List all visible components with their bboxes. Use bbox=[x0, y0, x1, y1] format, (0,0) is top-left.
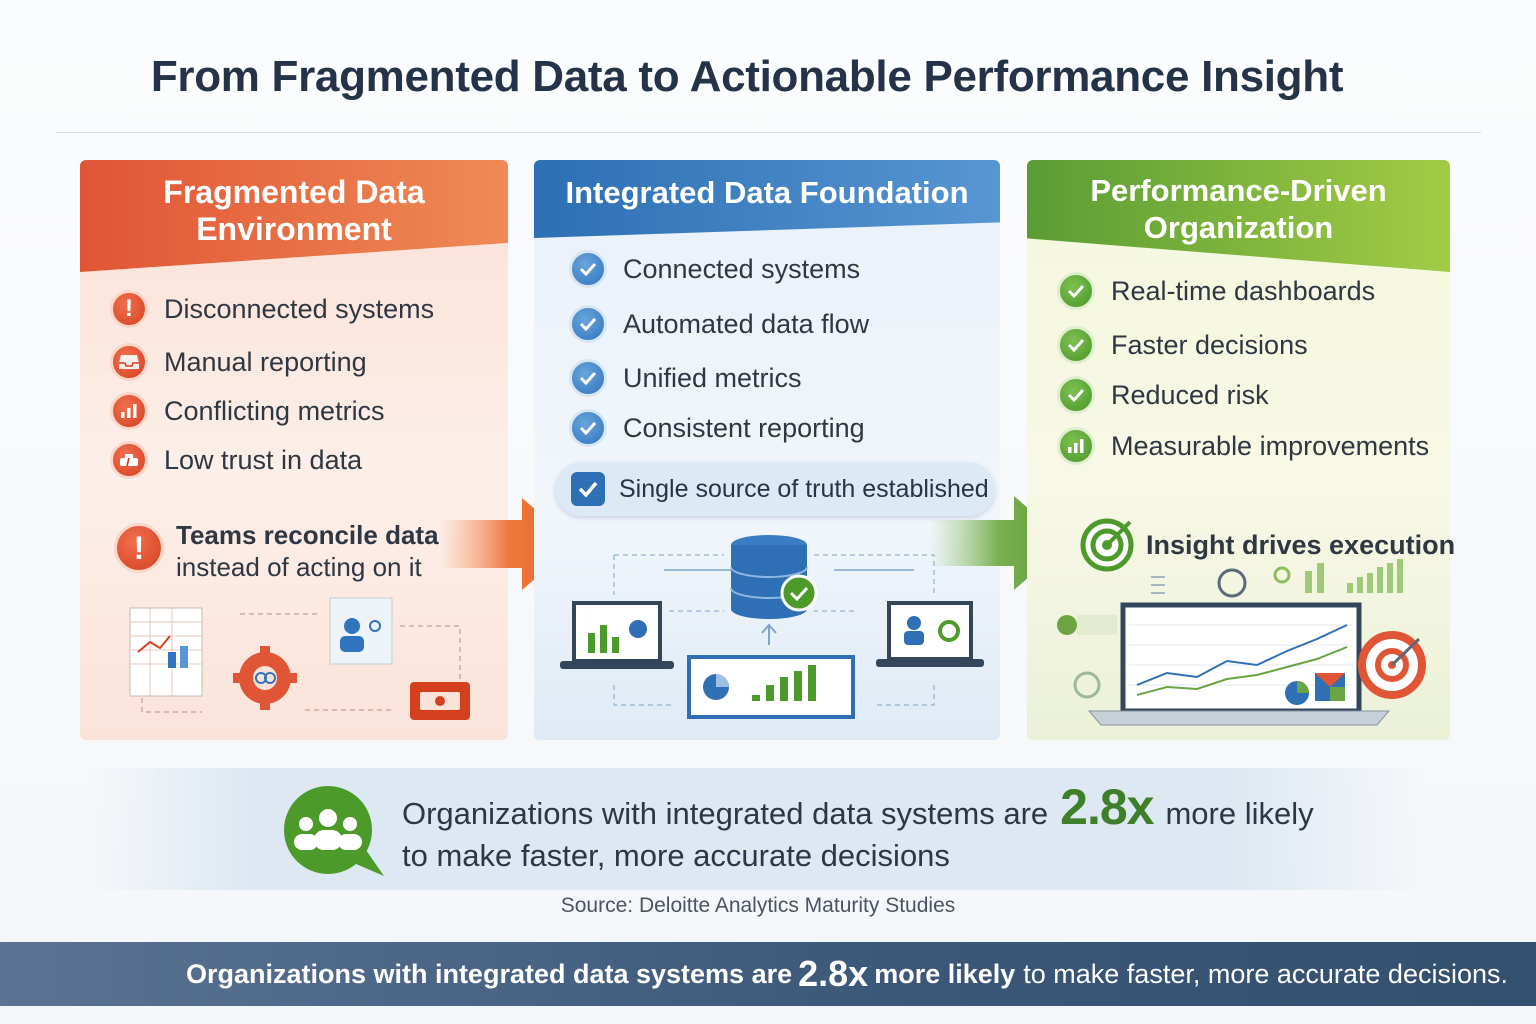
fragmented-header: Fragmented Data Environment bbox=[80, 160, 508, 272]
fragmented-callout: ! Teams reconcile data instead of acting… bbox=[114, 519, 494, 583]
integrated-item: Connected systems bbox=[569, 250, 860, 288]
fragmented-item: Low trust in data bbox=[110, 441, 362, 479]
fragmented-item: ! Disconnected systems bbox=[110, 290, 434, 328]
integrated-item-label: Unified metrics bbox=[623, 362, 802, 393]
fragmented-item-label: Low trust in data bbox=[164, 444, 363, 475]
alert-icon: ! bbox=[114, 523, 164, 573]
check-icon bbox=[569, 409, 607, 447]
fragmented-item: Manual reporting bbox=[110, 343, 367, 381]
performance-item-label: Measurable improvements bbox=[1111, 430, 1430, 461]
integrated-illustration bbox=[560, 535, 984, 719]
check-icon bbox=[1057, 272, 1095, 310]
fragmented-panel: Fragmented Data Environment ! Disconnect… bbox=[80, 160, 508, 740]
fragmented-header-line2: Environment bbox=[196, 211, 392, 247]
performance-panel: Performance-Driven Organization Real-tim… bbox=[1027, 160, 1450, 740]
performance-item-label: Reduced risk bbox=[1111, 379, 1269, 410]
performance-item: Measurable improvements bbox=[1057, 427, 1429, 465]
fragmented-item-label: Conflicting metrics bbox=[164, 395, 385, 426]
fragmented-callout-bold: Teams reconcile data bbox=[176, 520, 439, 550]
title-divider bbox=[56, 132, 1481, 133]
fragmented-item-label: Disconnected systems bbox=[164, 293, 435, 324]
integrated-item: Consistent reporting bbox=[569, 409, 865, 447]
checkbox-icon bbox=[571, 472, 605, 506]
performance-header-line1: Performance-Driven bbox=[1090, 173, 1387, 208]
performance-item: Real-time dashboards bbox=[1057, 272, 1375, 310]
fragmented-illustration bbox=[129, 597, 470, 720]
performance-illustration bbox=[1057, 559, 1426, 726]
fragmented-header-line1: Fragmented Data bbox=[163, 174, 425, 210]
integrated-item-label: Automated data flow bbox=[623, 308, 870, 339]
fragmented-callout-text: instead of acting on it bbox=[176, 552, 422, 582]
inbox-icon bbox=[110, 343, 148, 381]
integrated-panel: Integrated Data Foundation Connected sys… bbox=[534, 160, 1000, 740]
performance-header: Performance-Driven Organization bbox=[1027, 160, 1450, 272]
footer-text-before: Organizations with integrated data syste… bbox=[185, 958, 793, 989]
performance-callout-text: Insight drives execution bbox=[1146, 529, 1456, 560]
bar-chart-icon bbox=[1057, 427, 1095, 465]
footer-text-bold: more likely bbox=[874, 958, 1016, 989]
check-icon bbox=[569, 359, 607, 397]
broken-link-icon bbox=[110, 441, 148, 479]
performance-callout: Insight drives execution bbox=[1080, 518, 1455, 572]
footer-stat-value: 2.8x bbox=[798, 953, 869, 994]
check-icon bbox=[1057, 326, 1095, 364]
page-title: From Fragmented Data to Actionable Perfo… bbox=[150, 52, 1344, 101]
performance-item-label: Real-time dashboards bbox=[1111, 275, 1376, 306]
performance-item: Reduced risk bbox=[1057, 376, 1269, 414]
warning-icon: ! bbox=[110, 290, 148, 328]
stat-text-line1: Organizations with integrated data syste… bbox=[402, 778, 1314, 836]
stat-text-before: Organizations with integrated data syste… bbox=[402, 796, 1049, 831]
single-source-of-truth-label: Single source of truth established bbox=[619, 474, 989, 503]
integrated-item: Unified metrics bbox=[569, 359, 802, 397]
check-icon bbox=[1057, 376, 1095, 414]
stat-value: 2.8x bbox=[1060, 779, 1154, 835]
performance-item: Faster decisions bbox=[1057, 326, 1308, 364]
stat-text-line2: to make faster, more accurate decisions bbox=[402, 838, 950, 873]
bar-chart-icon bbox=[110, 392, 148, 430]
performance-header-line2: Organization bbox=[1143, 210, 1334, 245]
check-icon bbox=[569, 250, 607, 288]
stat-text-after: more likely bbox=[1165, 796, 1314, 831]
people-group-icon bbox=[284, 786, 384, 876]
footer-banner: Organizations with integrated data syste… bbox=[0, 942, 1536, 1006]
integrated-item-label: Connected systems bbox=[623, 253, 861, 284]
target-icon bbox=[1080, 518, 1134, 572]
integrated-header: Integrated Data Foundation bbox=[534, 160, 1000, 238]
footer-text-after: to make faster, more accurate decisions. bbox=[1023, 958, 1508, 989]
integrated-item: Automated data flow bbox=[569, 305, 869, 343]
check-icon bbox=[569, 305, 607, 343]
fragmented-item-label: Manual reporting bbox=[164, 346, 367, 377]
fragmented-item: Conflicting metrics bbox=[110, 392, 385, 430]
source-citation: Source: Deloitte Analytics Maturity Stud… bbox=[560, 894, 956, 917]
integrated-item-label: Consistent reporting bbox=[623, 412, 865, 443]
single-source-of-truth-banner: Single source of truth established bbox=[555, 462, 995, 516]
performance-item-label: Faster decisions bbox=[1111, 329, 1308, 360]
